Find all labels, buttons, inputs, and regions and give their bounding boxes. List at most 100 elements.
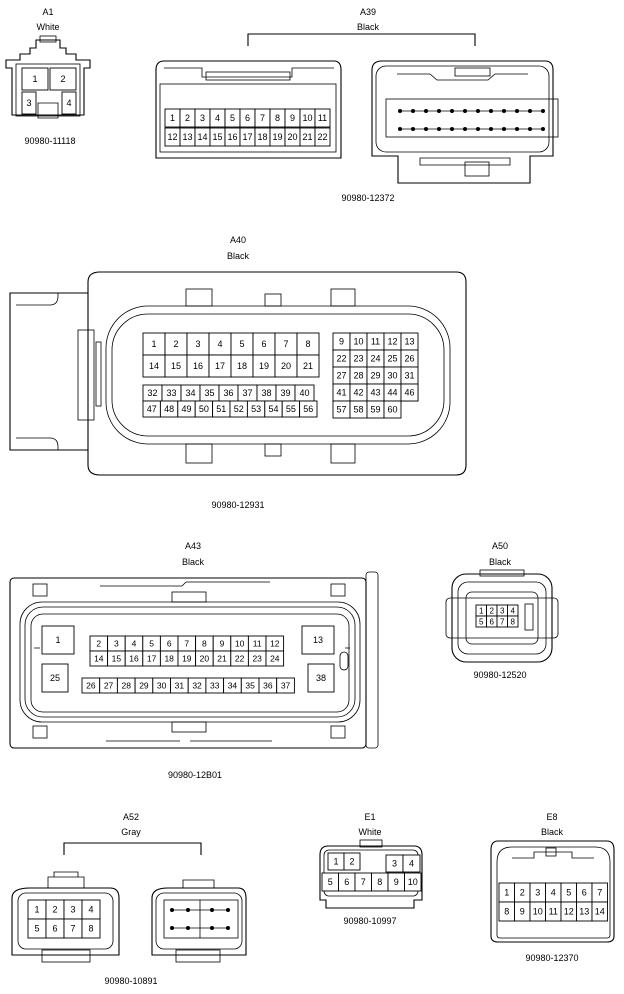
e1-code: E1 [364,812,375,822]
e8-part-number: 90980-12370 [525,953,578,963]
e1-pin-4-label: 4 [409,859,414,869]
a40-pin-56-cell [299,400,318,418]
a39-terminal-10 [515,109,519,113]
a43-pin-13-cell [301,625,335,655]
a43-pin-25-cell [41,663,69,693]
a39-terminal-9 [502,109,506,113]
a43-pin-3-label: 3 [114,638,119,648]
e8-pin-4-label: 4 [551,888,556,898]
a43-color: Black [182,557,205,567]
a40-pin-11-label: 11 [371,337,380,347]
a1-pin-2-label: 2 [60,74,65,84]
a39-terminal-4 [437,109,441,113]
a43-pin-20-label: 20 [200,653,210,663]
a40-color: Black [227,251,250,261]
e8-pin-14-cell [591,901,608,922]
a43-pin-34-label: 34 [228,680,238,690]
a43-pin-15-label: 15 [112,653,122,663]
a43-pin-14-label: 14 [94,653,104,663]
a52-terminal-3 [210,908,214,912]
a52-terminal-4 [226,908,230,912]
e8-pin-2-label: 2 [520,888,525,898]
a43-pin-26-label: 26 [86,680,96,690]
a39-pin-13-label: 13 [182,132,192,142]
a40-pin-12-label: 12 [387,337,397,347]
a43-pin-29-label: 29 [139,680,149,690]
a40-pin-55-label: 55 [286,404,296,414]
a39-part-number: 90980-12372 [341,193,394,203]
e8-pin-14-label: 14 [595,907,605,917]
a1-pin-4-cell [61,91,77,115]
a39-pin-6-label: 6 [245,113,250,123]
e8-pin-10-label: 10 [533,907,543,917]
a40-pin-30-label: 30 [387,371,397,381]
a52-terminal-8 [226,926,230,930]
a39-pin-15-label: 15 [212,132,222,142]
e8-color: Black [541,827,564,837]
e8-pin-11-label: 11 [549,907,558,917]
a40-pin-17-label: 17 [215,361,225,371]
a50-code: A50 [492,541,508,551]
a40-pin-57-label: 57 [336,405,346,415]
a39-terminal-16 [437,127,441,131]
a39-pin-17-label: 17 [242,132,252,142]
a43-pin-21-label: 21 [217,653,227,663]
a39-terminal-15 [424,127,428,131]
a43-pin-4-label: 4 [132,638,137,648]
e1-color: White [358,827,381,837]
a40-pin-21-label: 21 [303,361,313,371]
a39-rear-terminals [398,109,545,131]
a43-pin-32-label: 32 [192,680,202,690]
e1-part-number: 90980-10997 [343,916,396,926]
a40-pin-3-label: 3 [195,339,200,349]
a39-pin-1-label: 1 [170,113,175,123]
a52-terminal-5 [170,926,174,930]
a52-terminal-7 [210,926,214,930]
a40-pin-48-label: 48 [164,404,174,414]
a40-pin-4-label: 4 [217,339,222,349]
a39-terminal-14 [411,127,415,131]
a40-pin-49-label: 49 [181,404,191,414]
e8-pin-8-label: 8 [504,907,509,917]
a52-terminal-6 [186,926,190,930]
a43-pin-1-cell [41,625,75,655]
a52-pin-4-label: 4 [88,905,93,915]
a40-pin-38-label: 38 [261,388,271,398]
a40-part-number: 90980-12931 [211,500,264,510]
a50-pin-8-label: 8 [511,617,516,626]
a40-pin-53-label: 53 [251,404,261,414]
a40-pin-43-label: 43 [370,388,380,398]
a52-terminal-1 [170,908,174,912]
a40-pin-37-label: 37 [242,388,252,398]
a40-pin-5-label: 5 [239,339,244,349]
a1-housing [5,35,91,119]
a39-terminal-12 [541,109,545,113]
a43-pin-7-label: 7 [184,638,189,648]
a39-pin-9-label: 9 [290,113,295,123]
a50-pin-2-label: 2 [490,606,495,615]
e8-pin-12-label: 12 [564,907,574,917]
a40-pin-8-label: 8 [305,339,310,349]
a43-pin-30-label: 30 [157,680,167,690]
a39-terminal-19 [476,127,480,131]
e8-pin-7-label: 7 [597,888,602,898]
a50-pin-5-label: 5 [479,617,484,626]
a40-pin-56-label: 56 [303,404,313,414]
a1-pin-1-cell [21,67,49,91]
a43-pin-13-label: 13 [313,635,323,645]
a40-pin-21-cell [296,354,320,378]
a43-pin-23-label: 23 [252,653,262,663]
a40-pin-31-label: 31 [404,371,414,381]
a40-pin-34-label: 34 [185,388,195,398]
a50-pin-4-label: 4 [511,606,516,615]
e1-pin-9-label: 9 [394,877,399,887]
